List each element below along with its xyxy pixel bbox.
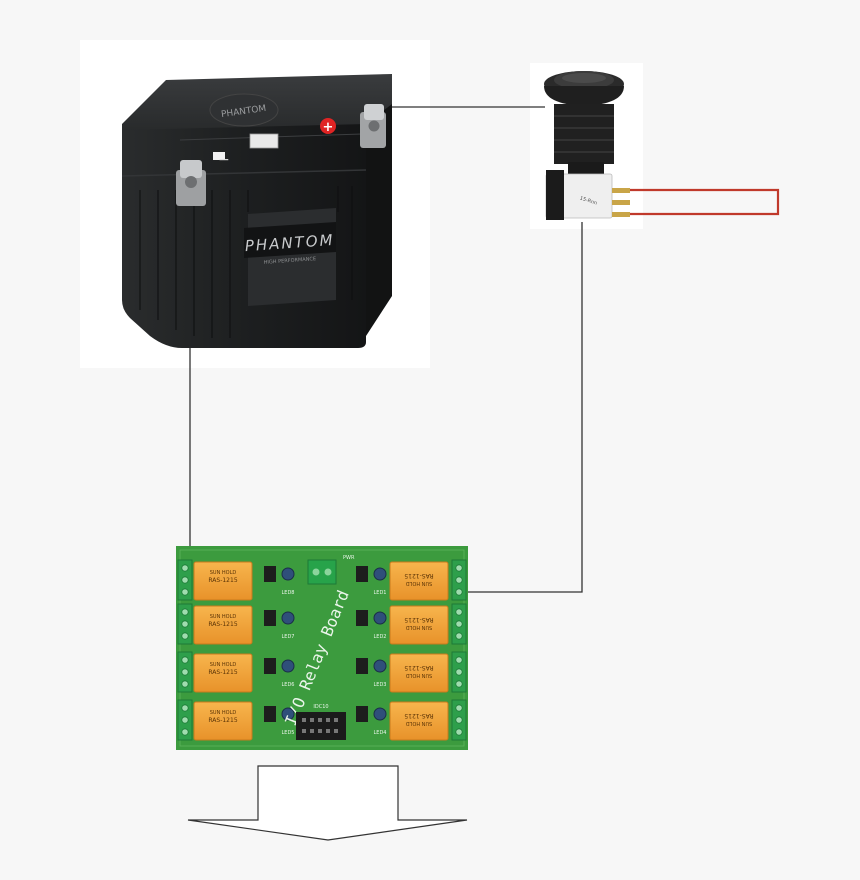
terminal-block [177,699,193,741]
terminal-block [177,559,193,601]
power-connector: PWR [307,555,355,585]
led-label: LED3 [374,682,387,688]
terminal-blocks-right [451,559,467,741]
led-label: LED8 [282,590,295,596]
idc-header: IDC10 [296,704,346,740]
led: LED4 [356,706,387,736]
relay-brand: SUN HOLD [210,662,237,668]
relay-brand: SUN HOLD [406,672,433,678]
terminal-block [451,559,467,601]
output-arrow [187,765,468,841]
led-label: LED6 [282,682,295,688]
terminal-block [177,603,193,645]
terminal-block [451,603,467,645]
battery-label-subtext: HIGH PERFORMANCE [264,256,317,266]
relay-model: RAS-1215 [208,669,237,676]
relay-brand: SUN HOLD [210,614,237,620]
positive-symbol: + [323,120,334,135]
negative-symbol: − [218,152,230,168]
led: LED1 [356,566,387,596]
led-label: LED5 [282,730,295,736]
positive-terminal: + [320,104,386,148]
relay-model: RAS-1215 [404,616,433,623]
push-button: 15-Rnn [544,71,630,220]
led-label: LED1 [374,590,387,596]
relay-brand: SUN HOLD [406,580,433,586]
relay-model: RAS-1215 [208,577,237,584]
relay-model: RAS-1215 [404,712,433,719]
relay-model: RAS-1215 [208,717,237,724]
battery-front-label: PHANTOM HIGH PERFORMANCE [244,208,336,306]
switch-label: 15-Rnn [579,195,598,206]
negative-terminal: − [176,152,230,206]
power-connector-label: PWR [343,555,355,561]
led-label: LED4 [374,730,387,736]
relay-brand: SUN HOLD [406,624,433,630]
led: LED8 [264,566,295,596]
terminal-blocks-left [177,559,193,741]
relay-brand: SUN HOLD [210,710,237,716]
terminal-block [451,651,467,693]
led-label: LED2 [374,634,387,640]
wire-button-to-relay-board [466,222,583,593]
relay-brand: SUN HOLD [406,720,433,726]
relay-model: RAS-1215 [404,664,433,671]
wiring [189,106,780,593]
led: LED7 [264,610,295,640]
battery: PHANTOM − + PHANTO [121,74,392,348]
led: LED5 [264,706,295,736]
output-wire-loop [612,188,780,216]
relay-brand: SUN HOLD [210,570,237,576]
led: LED6 [264,658,295,688]
led: LED3 [356,658,387,688]
terminal-block [177,651,193,693]
led-label: LED7 [282,634,295,640]
relay-model: RAS-1215 [208,621,237,628]
terminal-block [451,699,467,741]
relay-model: RAS-1215 [404,572,433,579]
led: LED2 [356,610,387,640]
idc-header-label: IDC10 [313,704,328,710]
